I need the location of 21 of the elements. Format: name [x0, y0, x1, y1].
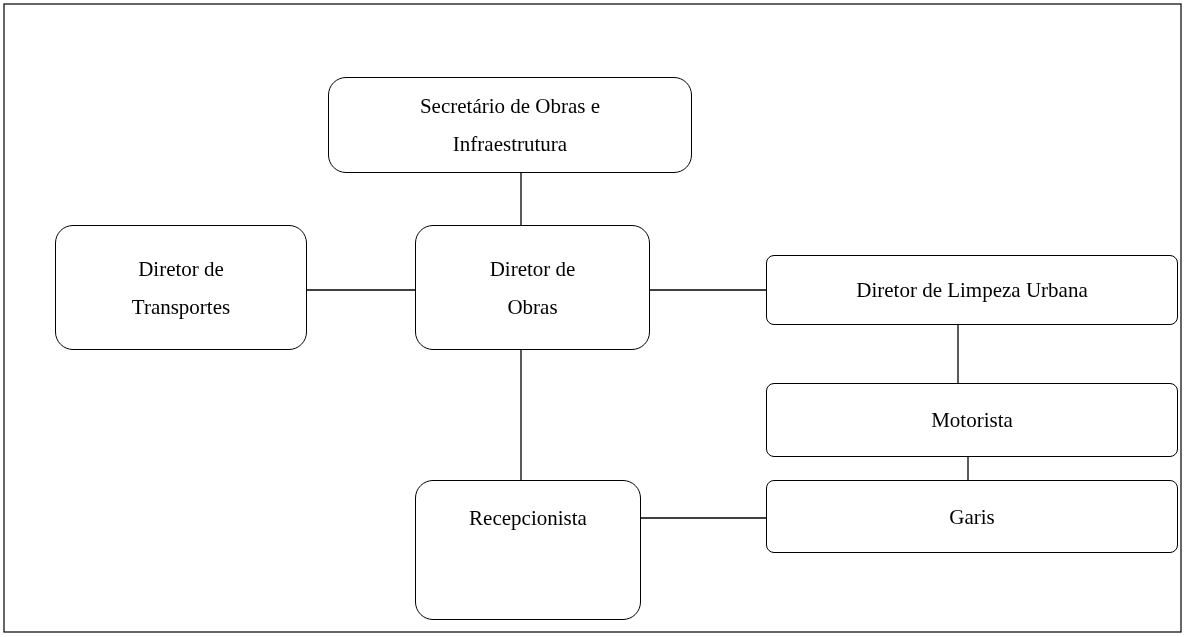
- connector-line: [520, 172, 522, 226]
- connector-line: [640, 517, 767, 519]
- node-label: Diretor de Limpeza Urbana: [856, 277, 1088, 304]
- org-box: [766, 255, 1178, 325]
- org-box: [55, 225, 307, 350]
- org-box: [766, 480, 1178, 553]
- node-label: Diretor de Obras: [488, 255, 577, 321]
- node-label: Diretor de Transportes: [130, 255, 232, 321]
- node-label: Recepcionista: [469, 505, 587, 532]
- connector-line: [306, 289, 416, 291]
- org-box: [415, 480, 641, 620]
- org-box: [415, 225, 650, 350]
- connector-line: [520, 349, 522, 481]
- connector-line: [957, 324, 959, 384]
- node-label: Garis: [949, 503, 995, 531]
- org-box: [766, 383, 1178, 457]
- node-label: Secretário de Obras e Infraestrutura: [418, 93, 602, 158]
- connector-line: [649, 289, 767, 291]
- node-label: Motorista: [931, 407, 1013, 434]
- connector-line: [967, 456, 969, 481]
- org-box: [328, 77, 692, 173]
